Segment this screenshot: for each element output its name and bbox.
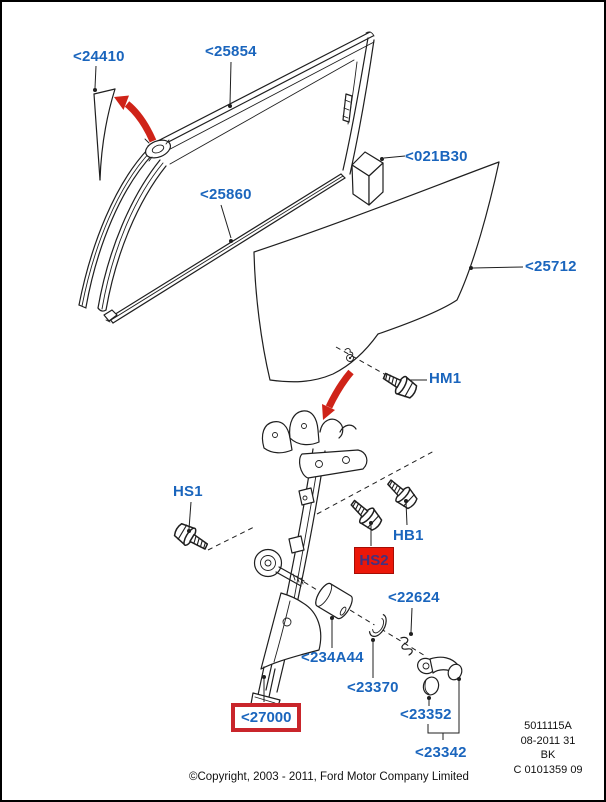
part-label-hs1[interactable]: HS1 xyxy=(173,483,203,500)
crank-handle-drawing xyxy=(417,656,463,681)
part-label-hs2-highlighted[interactable]: HS2 xyxy=(354,547,394,574)
hs2-bolt-drawing xyxy=(345,494,386,535)
regulator-drawing xyxy=(250,410,368,713)
arrow-down-icon xyxy=(322,369,354,420)
plate-drawing-no: C 0101359 09 xyxy=(513,763,583,776)
part-label-23370[interactable]: <23370 xyxy=(347,679,399,696)
part-label-25854[interactable]: <25854 xyxy=(205,43,257,60)
c-washer-drawing xyxy=(368,613,387,637)
beltline-strip-drawing xyxy=(103,173,346,324)
plate-date: 08-2011 31 xyxy=(520,734,576,747)
spring-pin-drawing xyxy=(400,636,413,656)
plate-ref: 5011115A xyxy=(524,720,572,732)
corner-seal-drawing xyxy=(93,88,116,181)
part-label-23342[interactable]: <23342 xyxy=(415,744,467,761)
hm1-bolt-drawing xyxy=(378,366,421,402)
hs1-bolt-drawing xyxy=(170,519,213,556)
part-label-24410[interactable]: <24410 xyxy=(73,48,125,65)
spacer-cylinder-drawing xyxy=(315,582,353,620)
plate-info-block: 5011115A 08-2011 31 BK C 0101359 09 xyxy=(489,719,604,777)
part-label-hm1[interactable]: HM1 xyxy=(429,370,462,387)
grommet-cube-drawing xyxy=(351,151,384,206)
part-label-234A44[interactable]: <234A44 xyxy=(301,649,364,666)
part-label-22624[interactable]: <22624 xyxy=(388,589,440,606)
door-glass-drawing xyxy=(253,161,500,383)
window-frame-drawing xyxy=(78,31,375,312)
leader-lines xyxy=(93,61,524,740)
part-label-27000-highlighted[interactable]: <27000 xyxy=(231,703,302,732)
assembly-axis-lines xyxy=(207,346,435,658)
part-label-25860[interactable]: <25860 xyxy=(200,186,252,203)
plate-code: BK xyxy=(540,749,556,762)
hb1-bolt-drawing xyxy=(382,474,421,513)
copyright-text: ©Copyright, 2003 - 2011, Ford Motor Comp… xyxy=(189,771,469,783)
part-label-021B30[interactable]: <021B30 xyxy=(405,148,468,165)
handle-clip-drawing xyxy=(422,676,440,696)
part-label-hb1[interactable]: HB1 xyxy=(393,527,424,544)
arrow-up-icon xyxy=(114,95,157,143)
part-label-23352[interactable]: <23352 xyxy=(400,706,452,723)
part-label-25712[interactable]: <25712 xyxy=(525,258,577,275)
